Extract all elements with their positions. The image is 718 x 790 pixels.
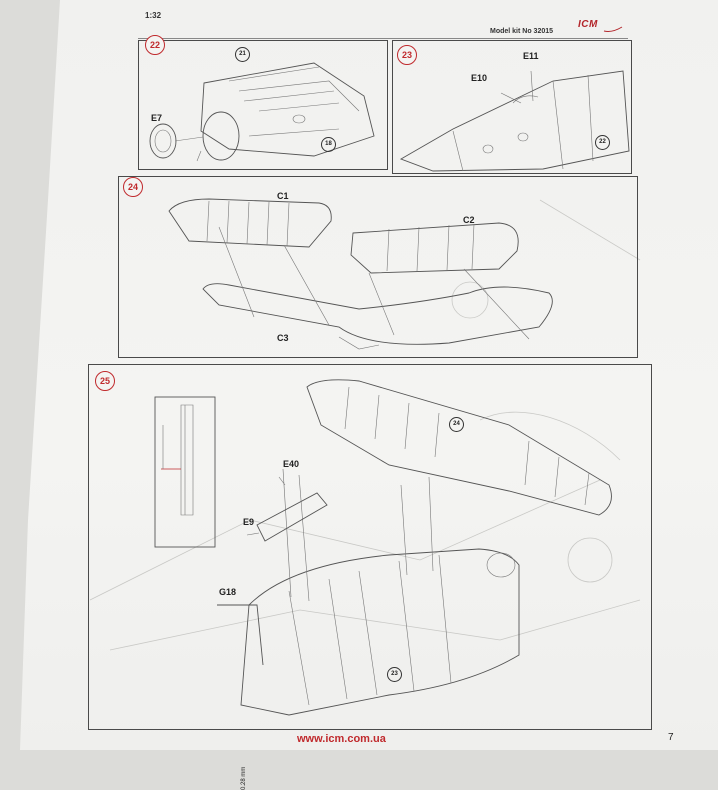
logo-swoosh-icon: [603, 26, 623, 32]
step-24-panel: 24 C1 C2 C3: [118, 176, 638, 358]
step-23-number: 23: [397, 45, 417, 65]
part-e10-label: E10: [471, 73, 488, 83]
logo-text: ICM: [578, 19, 598, 30]
fuselage-front-drawing: [149, 62, 375, 162]
tailplane-drawing: [168, 198, 553, 350]
step-25-panel: 25 0.28 mm E40 E9 G18 24 23: [88, 364, 652, 790]
instruction-sheet: [20, 0, 718, 750]
step-25-number: 25: [95, 371, 115, 391]
measurement-label: 0.28 mm: [241, 766, 247, 790]
part-21-callout: 21: [235, 47, 250, 62]
header-rule: [138, 38, 628, 39]
part-c3-label: C3: [277, 333, 289, 343]
icm-logo: ICM: [578, 19, 624, 39]
part-e7-label: E7: [151, 113, 163, 123]
part-22-callout: 22: [595, 135, 610, 150]
scale-label: 1:32: [145, 11, 162, 20]
part-18-callout: 18: [321, 137, 336, 152]
step-23-panel: 23 E11 E10 22: [392, 40, 632, 174]
part-c2-label: C2: [463, 215, 475, 225]
part-24-callout: 24: [449, 417, 464, 432]
part-23-callout: 23: [387, 667, 402, 682]
step-24-number: 24: [123, 177, 143, 197]
part-e40-label: E40: [283, 459, 300, 469]
cockpit-detail-drawing: [399, 70, 630, 172]
step-22-panel: 22 21 E7 18: [138, 35, 388, 170]
page-number: 7: [668, 732, 674, 743]
part-c1-label: C1: [277, 191, 289, 201]
part-g18-label: G18: [219, 587, 237, 597]
footer-url: www.icm.com.ua: [297, 733, 386, 745]
background-bleed-through: [89, 199, 641, 651]
part-e9-label: E9: [243, 517, 255, 527]
part-e11-label: E11: [523, 51, 539, 61]
step-22-number: 22: [145, 35, 165, 55]
kit-number: Model kit No 32015: [490, 28, 554, 35]
fuselage-wing-assembly-drawing: [154, 379, 612, 716]
